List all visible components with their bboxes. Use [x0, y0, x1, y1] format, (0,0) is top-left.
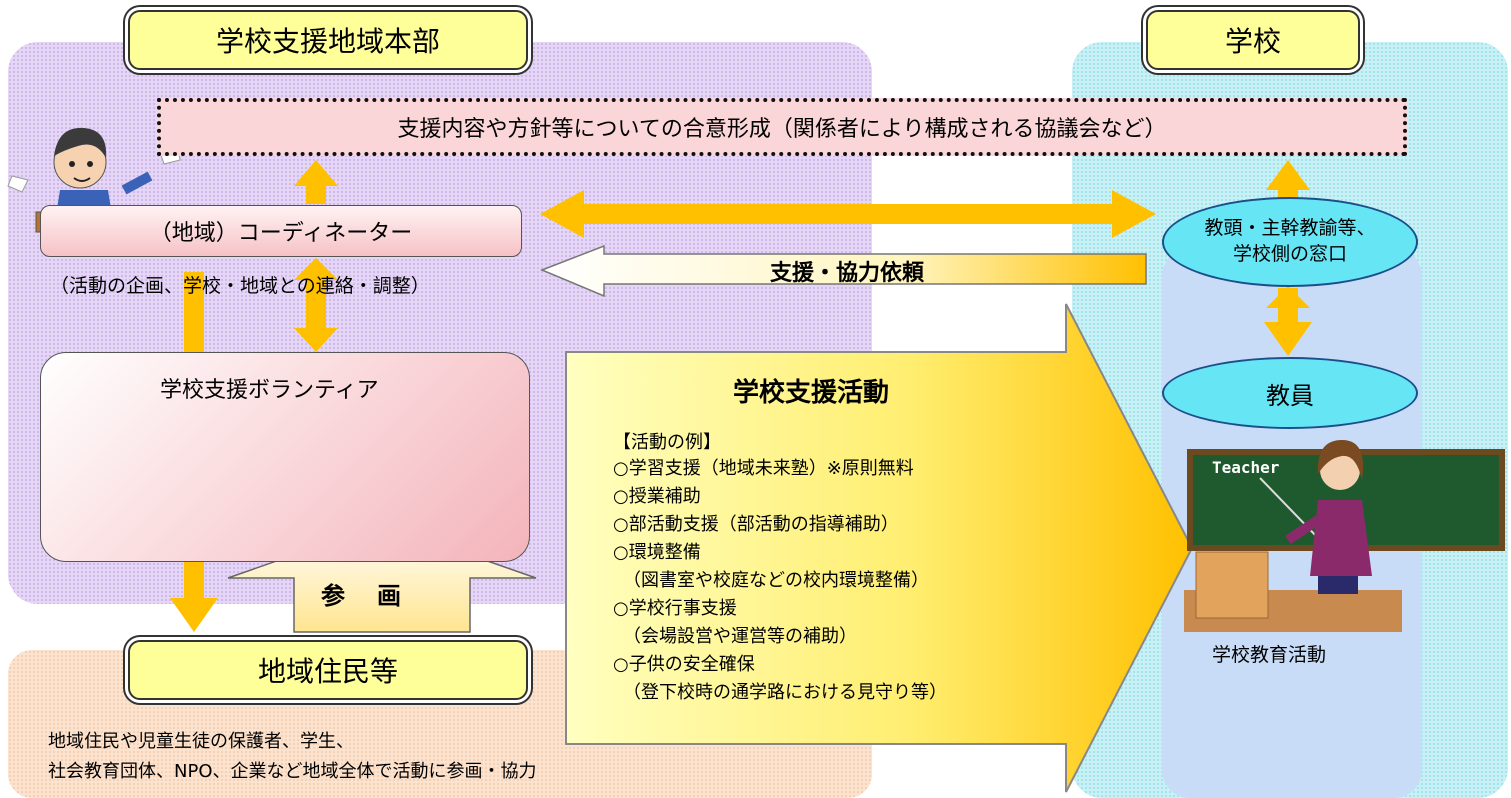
residents-header-label: 地域住民等 [257, 655, 398, 688]
school-header: 学校 [1146, 10, 1360, 70]
school-contact-line-1: 教頭・主幹教諭等、 [1204, 217, 1376, 240]
volunteer-label: 学校支援ボランティア [160, 378, 379, 403]
coordinator-note: （活動の企画、学校・地域との連絡・調整） [50, 275, 430, 297]
activity-example-item: （図書室や校庭などの校内環境整備） [623, 570, 929, 591]
residents-note: 地域住民や児童生徒の保護者、学生、 社会教育団体、NPO、企業など地域全体で活動… [48, 727, 537, 787]
school-contact-line-2: 学校側の窓口 [1232, 243, 1347, 265]
school-activity-label: 学校教育活動 [1212, 644, 1327, 666]
participation-label: 参 画 [321, 582, 405, 610]
contact-teacher-arrow [1264, 288, 1312, 356]
activity-example-item: （登下校時の通学路における見守り等） [623, 682, 947, 703]
contact-teacher-arrow-head-up [1266, 286, 1310, 308]
activity-example-item: ○授業補助 [613, 486, 701, 507]
activity-example-item: ○子供の安全確保 [613, 654, 755, 675]
coordinator-title: （地域）コーディネーター [149, 221, 413, 246]
school-consensus-arrow-up [1266, 160, 1310, 200]
coord-volunteer-arrow-right [294, 258, 338, 352]
volunteer-residents-arrow [170, 562, 218, 632]
volunteer-coord-arrow-left [184, 272, 204, 352]
teacher-oval: 教員 [1162, 357, 1418, 429]
activity-example-item: ○学習支援（地域未来塾）※原則無料 [613, 458, 914, 479]
volunteer-box [40, 352, 530, 562]
residents-note-line-1: 地域住民や児童生徒の保護者、学生、 [48, 731, 354, 752]
consensus-label: 支援内容や方針等についての合意形成（関係者により構成される協議会など） [397, 117, 1167, 142]
blackboard-text: Teacher [1212, 458, 1280, 477]
activity-examples: ○学習支援（地域未来塾）※原則無料 ○授業補助 ○部活動支援（部活動の指導補助）… [613, 455, 947, 707]
activity-example-item: ○環境整備 [613, 542, 701, 563]
consensus-box: 支援内容や方針等についての合意形成（関係者により構成される協議会など） [157, 98, 1407, 156]
activity-examples-header: 【活動の例】 [613, 432, 721, 453]
residents-note-line-2: 社会教育団体、NPO、企業など地域全体で活動に参画・協力 [48, 761, 537, 782]
teacher-illustration [1184, 440, 1505, 632]
support-request-arrow [539, 244, 1147, 298]
residents-header: 地域住民等 [128, 640, 528, 700]
school-header-label: 学校 [1224, 25, 1281, 58]
activity-title: 学校支援活動 [733, 378, 890, 408]
support-request-label: 支援・協力依頼 [770, 261, 925, 286]
activity-example-item: （会場設営や運営等の補助） [623, 626, 857, 647]
coord-school-double-arrow [540, 190, 1156, 238]
school-contact-oval: 教頭・主幹教諭等、 学校側の窓口 [1162, 197, 1418, 287]
activity-big-arrow [565, 303, 1194, 793]
consensus-coord-arrow-up [294, 160, 338, 204]
coordinator-box: （地域）コーディネーター [40, 205, 522, 257]
honbu-header-label: 学校支援地域本部 [215, 25, 440, 58]
activity-example-item: ○学校行事支援 [613, 598, 737, 619]
activity-example-item: ○部活動支援（部活動の指導補助） [613, 514, 899, 535]
teacher-label: 教員 [1266, 381, 1314, 410]
honbu-header: 学校支援地域本部 [128, 10, 528, 70]
